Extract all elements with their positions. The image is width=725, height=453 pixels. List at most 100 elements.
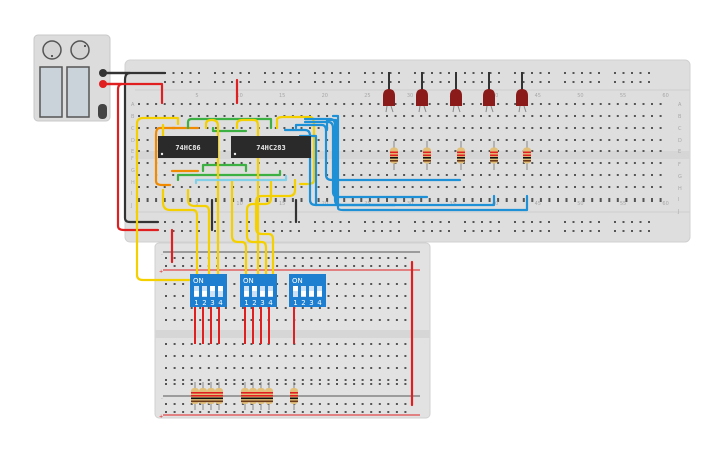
column-label-bottom: 5	[195, 201, 198, 207]
resistor[interactable]	[390, 141, 398, 170]
dip-position-label: 2	[252, 299, 256, 307]
dip-position-label: 3	[309, 299, 313, 307]
dip-position-label: 1	[194, 299, 198, 307]
column-label-top: 50	[577, 93, 583, 99]
column-label-bottom: 10	[236, 201, 242, 207]
column-label-top: 15	[279, 93, 285, 99]
column-label-top: 45	[535, 93, 541, 99]
resistor[interactable]	[257, 382, 265, 410]
wire-blue-6[interactable]	[325, 118, 496, 207]
column-label-top: 10	[236, 93, 242, 99]
column-label-top: 40	[492, 93, 498, 99]
rail-label-plus: +	[159, 269, 163, 275]
wire-yellow-6[interactable]	[161, 188, 199, 282]
rail-label-minus-bottom: -	[161, 396, 163, 402]
wire-green-3[interactable]	[201, 163, 248, 173]
chip-label-74hc283: 74HC283	[256, 144, 286, 152]
wire-blue-7[interactable]	[331, 114, 529, 212]
row-label-right: B	[678, 114, 682, 120]
chip-74hc86[interactable]: 74HC86	[158, 136, 218, 158]
row-label-right: H	[678, 186, 682, 192]
chip-74hc283[interactable]: 74HC283	[231, 136, 311, 158]
resistor[interactable]	[265, 382, 273, 410]
row-label-right: F	[678, 162, 681, 168]
resistor[interactable]	[241, 382, 249, 410]
dip-position-label: 2	[301, 299, 305, 307]
row-label-right: J	[677, 209, 679, 215]
resistor[interactable]	[457, 141, 465, 170]
bottom-resistor-group	[191, 382, 298, 410]
wire-red-left[interactable]	[101, 82, 160, 232]
column-label-bottom: 60	[662, 201, 668, 207]
dip-position-label: 3	[210, 299, 214, 307]
led[interactable]	[483, 72, 495, 113]
row-label-left: A	[131, 102, 135, 108]
column-label-bottom: 15	[279, 201, 285, 207]
wire-yellow-2[interactable]	[135, 138, 195, 282]
wire-blue-2[interactable]	[294, 123, 462, 182]
wire-blue-1[interactable]	[283, 128, 397, 207]
column-label-top: 5	[195, 93, 198, 99]
led[interactable]	[450, 72, 462, 113]
wire-yellow-9[interactable]	[245, 178, 273, 282]
dip-position-label: 1	[244, 299, 248, 307]
led[interactable]	[383, 72, 395, 113]
wire-green-4[interactable]	[176, 169, 282, 182]
wire-yellow-7[interactable]	[186, 188, 211, 282]
dip-position-label: 2	[202, 299, 206, 307]
display-2	[66, 66, 90, 118]
voltage-knob-1[interactable]	[42, 40, 62, 60]
dip-toggle[interactable]	[210, 286, 215, 297]
row-label-left: J	[130, 203, 132, 209]
dip-toggle[interactable]	[218, 286, 223, 297]
wire-yellow-8[interactable]	[230, 178, 248, 282]
wire-yellow-10[interactable]	[254, 178, 297, 282]
resistor[interactable]	[490, 141, 498, 170]
row-label-right: C	[678, 126, 682, 132]
power-switch[interactable]	[98, 104, 107, 119]
row-label-right: A	[678, 102, 682, 108]
resistor[interactable]	[423, 141, 431, 170]
wire-lightblue[interactable]	[194, 174, 288, 185]
led[interactable]	[516, 72, 528, 113]
column-label-top: 25	[364, 93, 370, 99]
resistor[interactable]	[199, 382, 207, 410]
wire-green-1[interactable]	[186, 117, 273, 130]
voltage-knob-2[interactable]	[70, 40, 90, 60]
led-group	[383, 72, 528, 113]
wire-orange-2[interactable]	[154, 126, 172, 187]
rail-label-minus: -	[161, 252, 163, 258]
dip-toggle[interactable]	[293, 286, 298, 297]
wire-yellow-4[interactable]	[235, 118, 260, 284]
led[interactable]	[416, 72, 428, 113]
resistor[interactable]	[207, 382, 215, 410]
wires	[101, 71, 529, 407]
resistor[interactable]	[290, 382, 298, 410]
column-label-bottom: 45	[535, 201, 541, 207]
dip-on-label: ON	[292, 277, 303, 285]
wire-green-2[interactable]	[211, 126, 248, 133]
dip-on-label: ON	[243, 277, 254, 285]
wire-yellow-3[interactable]	[204, 118, 220, 284]
row-label-left: H	[131, 180, 135, 186]
resistor[interactable]	[191, 382, 199, 410]
wire-yellow-1[interactable]	[135, 116, 180, 142]
display-1	[39, 66, 63, 118]
row-label-right: D	[678, 138, 682, 144]
resistor[interactable]	[249, 382, 257, 410]
dip-position-label: 1	[293, 299, 297, 307]
row-label-left: C	[131, 126, 135, 132]
column-label-bottom: 40	[492, 201, 498, 207]
row-label-left: I	[131, 191, 132, 197]
dip-toggle[interactable]	[252, 286, 257, 297]
power-supply[interactable]	[33, 34, 111, 122]
dip-position-label: 4	[268, 299, 273, 307]
resistor[interactable]	[523, 141, 531, 170]
resistor[interactable]	[215, 382, 223, 410]
dip-position-label: 4	[218, 299, 223, 307]
